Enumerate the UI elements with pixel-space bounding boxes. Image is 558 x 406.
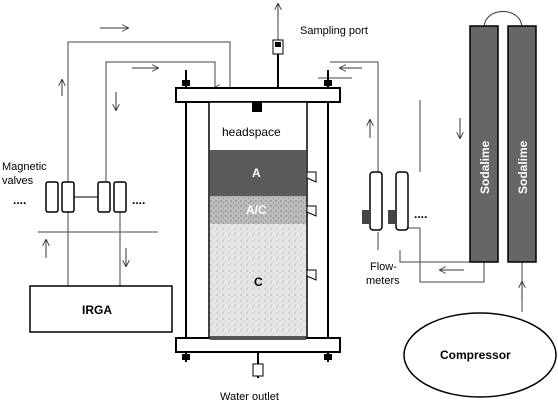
water-outlet-label: Water outlet	[220, 391, 279, 403]
valve-1	[45, 181, 59, 213]
sampling-port-label: Sampling port	[300, 25, 368, 37]
flowmeters-label-line1: Flow-	[370, 261, 397, 273]
flowmeter-1	[369, 171, 383, 231]
valve-4	[113, 181, 127, 213]
side-port-c	[306, 269, 317, 281]
top-plate	[175, 87, 341, 103]
bottom-filter	[210, 336, 306, 340]
magnetic-valves-label-line1: Magnetic	[2, 161, 47, 173]
sodalime-left-label: Sodalime	[478, 140, 492, 194]
valve-2	[61, 181, 75, 213]
water-outlet-valve[interactable]	[252, 352, 264, 378]
inlet-block	[252, 102, 262, 112]
compressor-ellipse	[403, 312, 557, 398]
layer-c	[210, 224, 306, 336]
layer-ac-label: A/C	[246, 203, 267, 217]
flow-arrows	[46, 4, 522, 300]
layer-a-label: A	[252, 166, 261, 180]
valve-3	[97, 181, 111, 213]
compressor-label: Compressor	[440, 348, 511, 362]
ellipsis-right: ....	[414, 207, 427, 221]
magnetic-valves	[45, 181, 127, 213]
flowmeters	[362, 171, 409, 231]
ellipsis-mid: ....	[132, 193, 145, 207]
layer-c-label: C	[254, 275, 263, 289]
soil-column	[175, 39, 341, 378]
layer-a	[210, 150, 306, 196]
sodalime-right-label: Sodalime	[516, 140, 530, 194]
flowmeter-2	[395, 171, 409, 231]
bottom-plate	[175, 337, 341, 353]
sodalime-columns	[469, 11, 537, 263]
side-port-ac	[306, 205, 317, 217]
irga-label: IRGA	[82, 303, 112, 317]
sodalime-column-right	[507, 25, 537, 263]
sampling-port-valve[interactable]	[272, 39, 284, 88]
ellipsis-left: ....	[13, 193, 26, 207]
sodalime-column-left	[469, 25, 499, 263]
magnetic-valves-label-line2: valves	[2, 175, 34, 187]
side-port-a	[306, 171, 317, 183]
irga-box	[29, 285, 173, 333]
flowmeters-label-line2: meters	[366, 275, 400, 287]
headspace-label: headspace	[222, 125, 281, 139]
pipe-network	[38, 10, 523, 312]
layer-ac	[210, 196, 306, 224]
